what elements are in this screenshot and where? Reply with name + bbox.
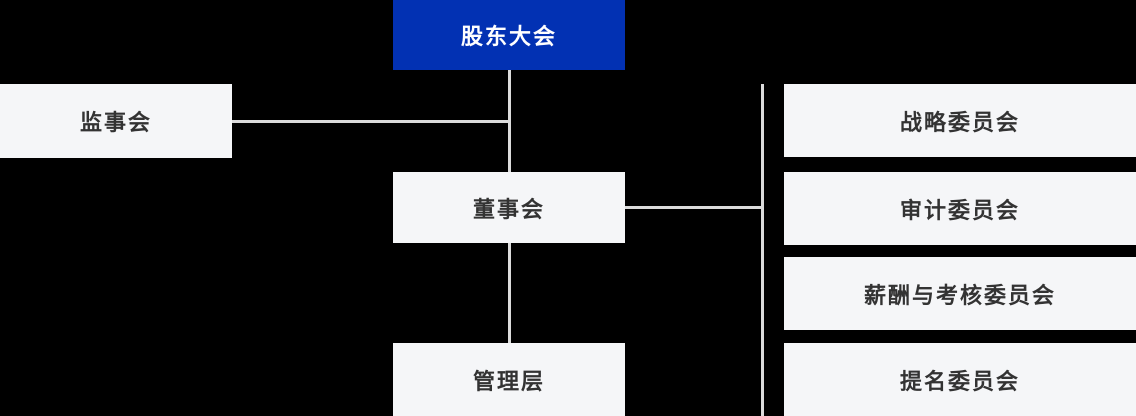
node-management-label: 管理层 (472, 368, 545, 394)
connector-board-to-management (508, 243, 511, 343)
node-committee-nomination: 提名委员会 (784, 343, 1136, 416)
connector-supervisory-board (232, 120, 511, 123)
node-committee-nomination-label: 提名委员会 (899, 368, 1020, 394)
connector-committees-rail (761, 84, 764, 416)
node-committee-strategy-label: 战略委员会 (899, 109, 1020, 135)
node-supervisory-board: 监事会 (0, 84, 232, 158)
node-committee-strategy: 战略委员会 (784, 84, 1136, 157)
node-shareholders-meeting: 股东大会 (393, 0, 625, 70)
node-supervisory-board-label: 监事会 (79, 110, 152, 135)
connector-board-to-committees (625, 206, 764, 209)
node-committee-audit: 审计委员会 (784, 172, 1136, 245)
node-committee-remuneration-assessment: 薪酬与考核委员会 (784, 257, 1136, 330)
node-committee-audit-label: 审计委员会 (899, 197, 1020, 223)
node-shareholders-meeting-label: 股东大会 (460, 24, 557, 49)
node-committee-remuneration-assessment-label: 薪酬与考核委员会 (863, 282, 1056, 308)
node-board-of-directors-label: 董事会 (472, 196, 545, 222)
node-board-of-directors: 董事会 (393, 172, 625, 243)
node-management: 管理层 (393, 343, 625, 416)
